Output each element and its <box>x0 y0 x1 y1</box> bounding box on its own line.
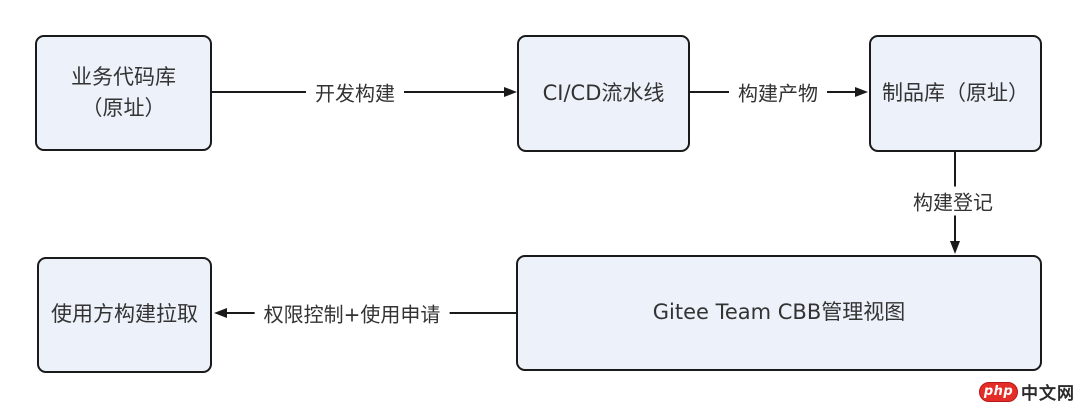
edge-label-permission: 权限控制+使用申请 <box>254 298 450 328</box>
node-cbb-management-view-label: Gitee Team CBB管理视图 <box>652 300 906 325</box>
node-consumer-pull: 使用方构建拉取 <box>37 257 212 373</box>
edge-label-dev-build: 开发构建 <box>306 77 404 107</box>
arrowhead-right-icon <box>855 87 868 97</box>
node-cicd-pipeline: CI/CD流水线 <box>517 35 690 152</box>
node-artifact-repo-label: 制品库（原址） <box>882 80 1029 105</box>
arrowhead-down-icon <box>950 241 960 254</box>
edge-label-build-artifact: 构建产物 <box>729 77 827 107</box>
node-source-repo-line1: 业务代码库 <box>71 64 176 89</box>
node-artifact-repo: 制品库（原址） <box>869 35 1042 152</box>
arrowhead-right-icon <box>504 87 517 97</box>
node-source-repo: 业务代码库 （原址） <box>35 35 212 151</box>
edge-label-build-register: 构建登记 <box>904 186 1002 216</box>
node-cicd-pipeline-label: CI/CD流水线 <box>542 80 665 105</box>
node-consumer-pull-label: 使用方构建拉取 <box>51 302 198 327</box>
arrowhead-left-icon <box>214 308 227 318</box>
php-logo-badge-icon: php <box>979 381 1018 402</box>
node-cbb-management-view: Gitee Team CBB管理视图 <box>516 255 1042 371</box>
node-source-repo-line2: （原址） <box>81 96 166 120</box>
php-cn-site-name: 中文网 <box>1021 384 1075 404</box>
php-cn-watermark: php 中文网 <box>979 379 1075 404</box>
